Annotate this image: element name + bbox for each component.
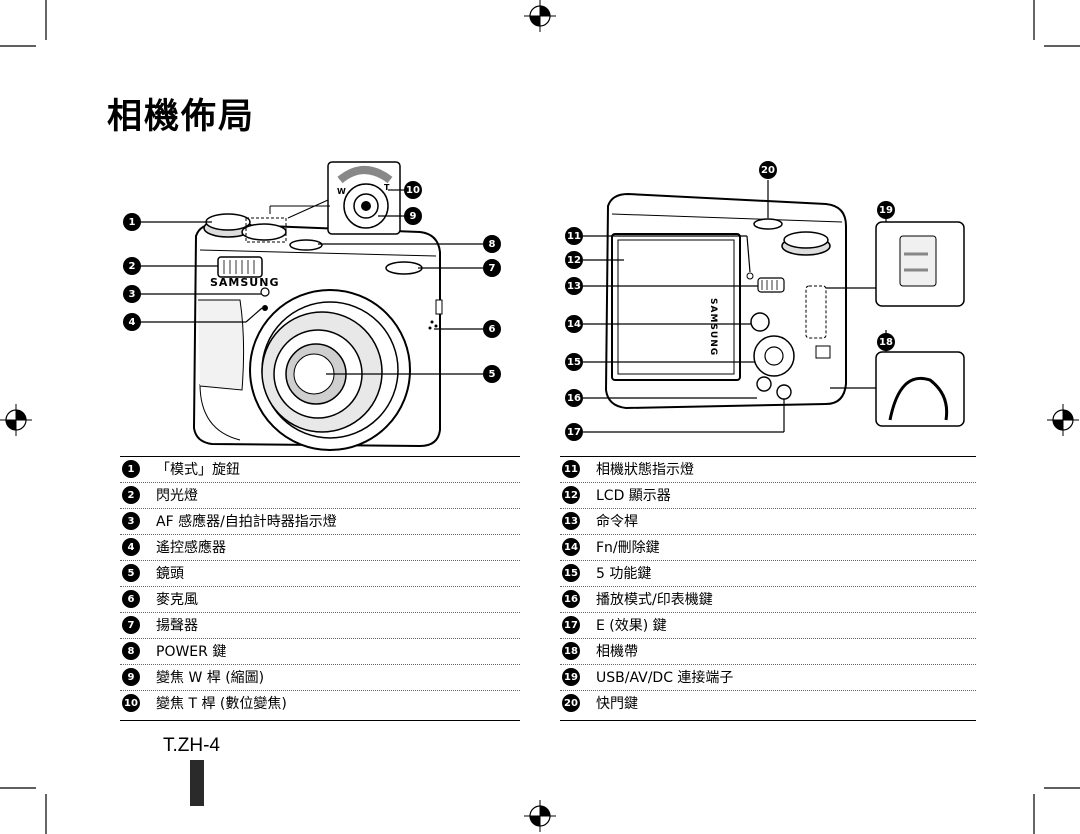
row-label: Fn/刪除鍵	[596, 540, 660, 556]
row-label: 相機帶	[596, 644, 638, 660]
table-row: 20 快門鍵	[560, 690, 976, 716]
table-row: 7 揚聲器	[120, 612, 520, 639]
row-label: 鏡頭	[156, 566, 184, 582]
table-row: 16 播放模式/印表機鍵	[560, 586, 976, 613]
callout-8: 8	[483, 235, 501, 253]
row-number: 5	[122, 564, 140, 582]
back-brand-text: SAMSUNG	[708, 298, 718, 357]
table-row: 19 USB/AV/DC 連接端子	[560, 664, 976, 691]
row-label: 命令桿	[596, 514, 638, 530]
callout-2: 2	[123, 257, 141, 275]
row-number: 15	[562, 564, 580, 582]
row-label: 「模式」旋鈕	[156, 462, 240, 478]
row-number: 9	[122, 668, 140, 686]
callout-16: 16	[565, 389, 583, 407]
section-tab	[190, 760, 204, 806]
row-number: 19	[562, 668, 580, 686]
callout-13: 13	[565, 277, 583, 295]
callout-20: 20	[759, 161, 777, 179]
row-number: 18	[562, 642, 580, 660]
row-label: 5 功能鍵	[596, 566, 652, 582]
row-number: 1	[122, 460, 140, 478]
registration-mark-top	[524, 0, 556, 32]
row-label: 揚聲器	[156, 618, 198, 634]
row-number: 3	[122, 512, 140, 530]
front-brand-text: SAMSUNG	[210, 276, 280, 289]
row-label: 快門鍵	[596, 696, 638, 712]
row-number: 2	[122, 486, 140, 504]
table-row: 6 麥克風	[120, 586, 520, 613]
callout-5: 5	[483, 365, 501, 383]
callout-10: 10	[404, 181, 422, 199]
table-row: 3 AF 感應器/自拍計時器指示燈	[120, 508, 520, 535]
table-row: 18 相機帶	[560, 638, 976, 665]
row-number: 10	[122, 694, 140, 712]
row-label: 遙控感應器	[156, 540, 226, 556]
row-label: POWER 鍵	[156, 644, 227, 660]
page-title: 相機佈局	[107, 97, 256, 137]
registration-mark-bottom	[524, 800, 556, 832]
row-number: 13	[562, 512, 580, 530]
zoom-t-label: T	[384, 183, 390, 192]
table-row: 4 遙控感應器	[120, 534, 520, 561]
table-row: 10 變焦 T 桿 (數位變焦)	[120, 690, 520, 716]
table-row: 5 鏡頭	[120, 560, 520, 587]
row-number: 16	[562, 590, 580, 608]
row-label: 播放模式/印表機鍵	[596, 592, 713, 608]
row-label: 變焦 T 桿 (數位變焦)	[156, 696, 287, 712]
row-number: 4	[122, 538, 140, 556]
zoom-w-label: W	[337, 187, 346, 196]
table-row: 12 LCD 顯示器	[560, 482, 976, 509]
row-number: 14	[562, 538, 580, 556]
row-label: LCD 顯示器	[596, 488, 671, 504]
row-number: 11	[562, 460, 580, 478]
table-row: 1 「模式」旋鈕	[120, 456, 520, 483]
callout-1: 1	[123, 213, 141, 231]
table-row: 9 變焦 W 桿 (縮圖)	[120, 664, 520, 691]
row-number: 7	[122, 616, 140, 634]
callout-14: 14	[565, 315, 583, 333]
row-label: E (效果) 鍵	[596, 618, 667, 634]
table-row: 8 POWER 鍵	[120, 638, 520, 665]
callout-15: 15	[565, 353, 583, 371]
callout-9: 9	[404, 207, 422, 225]
callout-17: 17	[565, 423, 583, 441]
callout-4: 4	[123, 313, 141, 331]
callout-11: 11	[565, 227, 583, 245]
callout-12: 12	[565, 251, 583, 269]
row-label: 變焦 W 桿 (縮圖)	[156, 670, 265, 686]
page-number: T.ZH-4	[163, 735, 220, 756]
registration-mark-right	[1047, 404, 1079, 436]
callout-3: 3	[123, 285, 141, 303]
table-row: 15 5 功能鍵	[560, 560, 976, 587]
row-label: 相機狀態指示燈	[596, 462, 694, 478]
row-number: 20	[562, 694, 580, 712]
row-number: 12	[562, 486, 580, 504]
table-row: 14 Fn/刪除鍵	[560, 534, 976, 561]
table-row: 13 命令桿	[560, 508, 976, 535]
callout-19: 19	[877, 201, 895, 219]
callout-7: 7	[483, 259, 501, 277]
row-number: 6	[122, 590, 140, 608]
table-row: 17 E (效果) 鍵	[560, 612, 976, 639]
row-label: USB/AV/DC 連接端子	[596, 670, 734, 686]
row-number: 17	[562, 616, 580, 634]
row-label: 麥克風	[156, 592, 198, 608]
row-label: AF 感應器/自拍計時器指示燈	[156, 514, 337, 530]
table-row: 11 相機狀態指示燈	[560, 456, 976, 483]
table-row: 2 閃光燈	[120, 482, 520, 509]
row-label: 閃光燈	[156, 488, 198, 504]
callout-6: 6	[483, 320, 501, 338]
registration-mark-left	[0, 404, 32, 436]
row-number: 8	[122, 642, 140, 660]
callout-18: 18	[877, 333, 895, 351]
